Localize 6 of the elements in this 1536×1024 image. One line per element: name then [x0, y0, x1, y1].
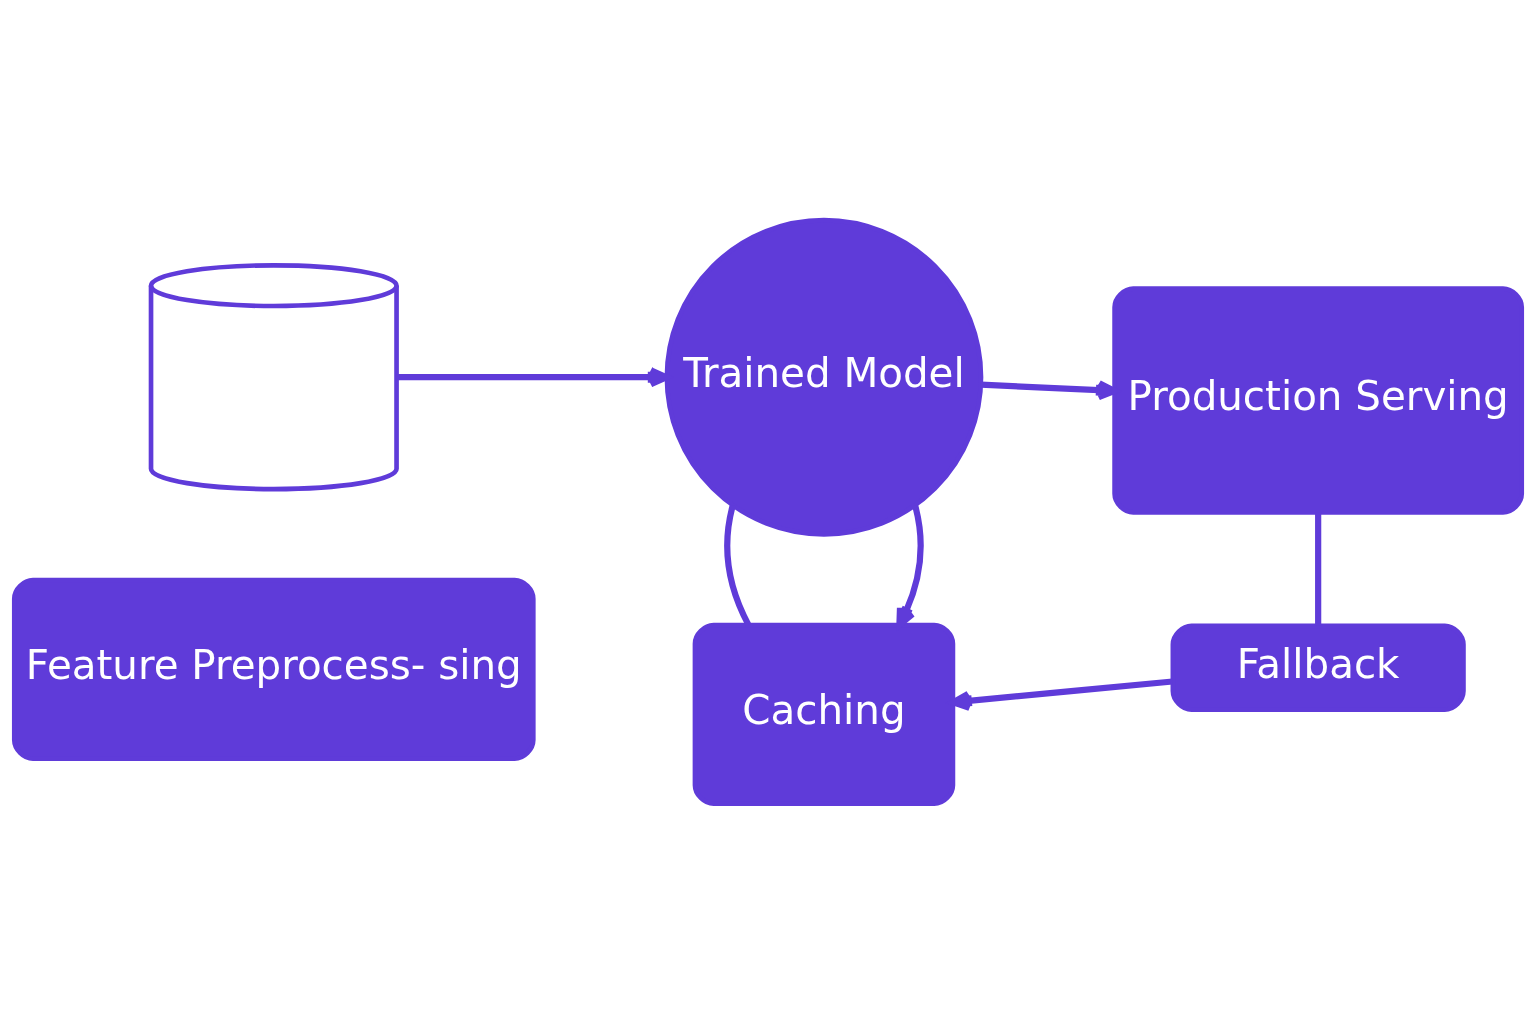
- node-box: Fallback: [1170, 623, 1466, 713]
- node-circle: Trained Model: [664, 217, 984, 537]
- node-box: Feature Preprocess- sing: [11, 577, 536, 762]
- node-box: Caching: [692, 622, 956, 807]
- node-box: Production Serving: [1112, 286, 1525, 515]
- connector: [1315, 512, 1322, 626]
